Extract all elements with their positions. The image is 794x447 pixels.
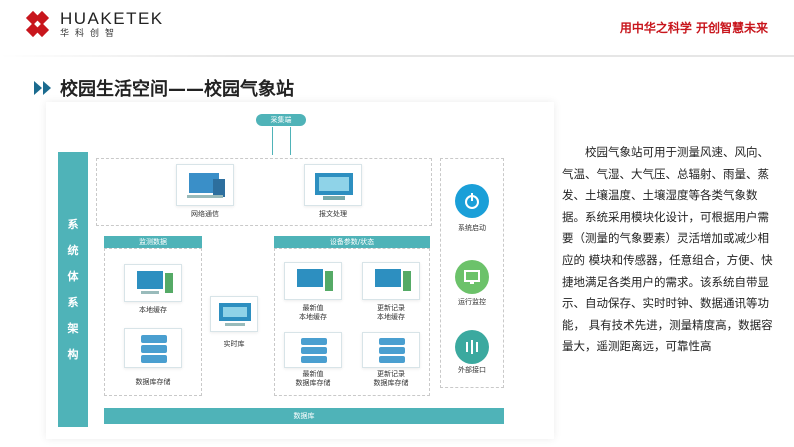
realtime-db-label: 实时库: [223, 340, 245, 348]
update-cache-label: 更新记录本地缓存: [377, 304, 405, 321]
external-interface-label: 外部接口: [458, 366, 486, 374]
communication-group: [96, 158, 432, 226]
latest-cache-icon: [284, 262, 342, 300]
local-cache-label: 本地缓存: [139, 306, 167, 314]
system-control-group: [440, 158, 504, 388]
device-params-header: 设备参数/状态: [274, 236, 430, 248]
header-divider: [0, 55, 794, 57]
system-architecture-label: 系 统 体 系 架 构: [58, 152, 88, 427]
latest-db-icon: [284, 332, 342, 368]
monitoring-data-header: 监测数据: [104, 236, 202, 248]
slide-title: 校园生活空间——校园气象站: [34, 75, 294, 101]
monitor-icon: [455, 260, 489, 294]
slogan: 用中华之科学 开创智慧未来: [619, 21, 768, 35]
arrow-down: [290, 127, 291, 155]
logo-name-en: HUAKETEK: [60, 9, 164, 28]
system-start-label: 系统启动: [458, 224, 486, 232]
message-processing-icon: [304, 164, 362, 206]
interface-icon: [455, 330, 489, 364]
monitoring-data-group: [104, 248, 202, 396]
description-text: 校园气象站可用于测量风速、风向、气温、气湿、大气压、总辐射、雨量、蒸发、土壤温度…: [562, 142, 774, 358]
architecture-diagram: 采集端 系 统 体 系 架 构 网络通信 报文处理 系统启动 运行监控 外部接口…: [46, 102, 554, 439]
arrow-up: [272, 127, 273, 155]
collector-node: 采集端: [256, 114, 306, 126]
logo-mark-icon: [25, 10, 54, 40]
device-params-group: [274, 248, 430, 396]
company-logo: HUAKETEK 华科创智: [25, 9, 164, 40]
description-paragraph: 校园气象站可用于测量风速、风向、气温、气湿、大气压、总辐射、雨量、蒸发、土壤温度…: [562, 145, 773, 354]
run-monitor-label: 运行监控: [458, 298, 486, 306]
power-icon: [455, 184, 489, 218]
local-cache-icon: [124, 264, 182, 302]
database-storage-icon: [124, 328, 182, 368]
latest-cache-label: 最新值本地缓存: [299, 304, 327, 321]
network-icon: [176, 164, 234, 206]
network-label: 网络通信: [191, 210, 219, 218]
slide-title-text: 校园生活空间——校园气象站: [60, 79, 294, 100]
logo-name-cn: 华科创智: [60, 29, 121, 39]
update-db-icon: [362, 332, 420, 368]
update-cache-icon: [362, 262, 420, 300]
realtime-db-icon: [210, 296, 258, 332]
database-bar: 数据库: [104, 408, 504, 424]
message-processing-label: 报文处理: [319, 210, 347, 218]
update-db-label: 更新记录数据库存储: [373, 370, 409, 387]
database-storage-label: 数据库存储: [135, 378, 171, 386]
double-chevron-icon: [34, 81, 52, 95]
latest-db-label: 最新值数据库存储: [295, 370, 331, 387]
